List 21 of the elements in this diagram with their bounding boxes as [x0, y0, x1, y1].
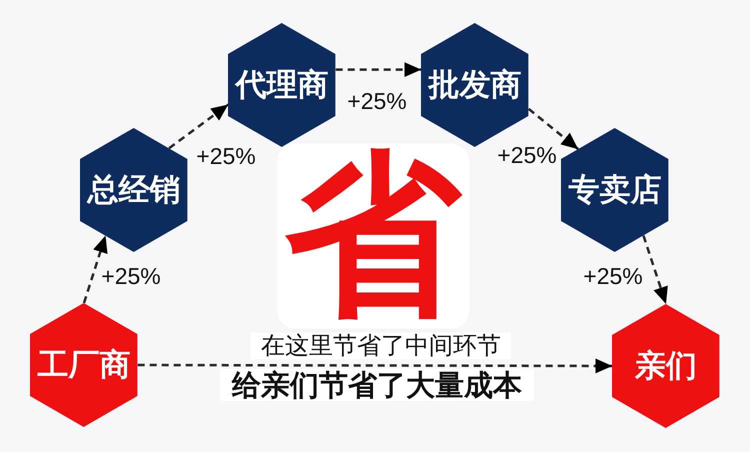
big-character: 省	[277, 144, 469, 328]
note-text: 在这里节省了中间环节	[251, 332, 511, 360]
dashed-arrow	[82, 235, 108, 304]
hexagon-node	[561, 128, 669, 252]
hexagon-node	[80, 128, 188, 252]
dashed-arrow	[168, 104, 230, 150]
slogan-text: 给亲们节省了大量成本	[220, 368, 534, 402]
node-label: 工厂商	[37, 348, 130, 382]
hexagon-node	[612, 304, 720, 428]
node-label: 批发商	[428, 68, 522, 102]
node-label: 亲们	[634, 348, 697, 384]
hexagon-node	[421, 23, 529, 147]
hexagon-node	[228, 23, 336, 147]
node-label: 总经销	[87, 172, 180, 208]
dashed-arrow	[642, 235, 668, 304]
node-label: 代理商	[235, 68, 328, 102]
hexagon-node	[30, 303, 138, 427]
dashed-arrow	[336, 62, 422, 78]
node-label: 专卖店	[568, 172, 662, 208]
dashed-arrow	[528, 108, 580, 150]
dashed-arrow	[138, 358, 612, 374]
